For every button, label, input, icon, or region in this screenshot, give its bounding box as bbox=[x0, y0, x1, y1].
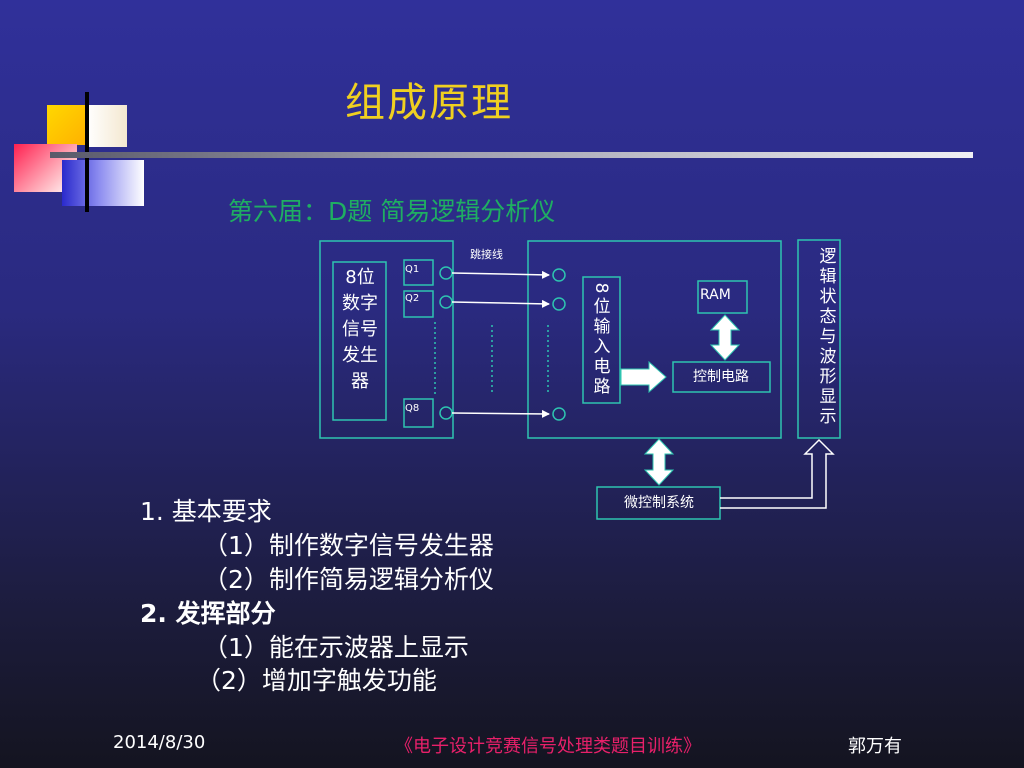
title-rule bbox=[50, 152, 973, 158]
req-item-1-2: （2）制作简易逻辑分析仪 bbox=[203, 565, 494, 594]
slide-title: 组成原理 bbox=[345, 80, 513, 126]
jumper-label: 跳接线 bbox=[470, 247, 503, 261]
input-circuit-box bbox=[582, 276, 621, 404]
q8-box bbox=[403, 398, 434, 428]
generator-inner-box bbox=[332, 261, 387, 421]
analyzer-mcu-double-arrow bbox=[643, 438, 675, 486]
input-circuit-char-1: 8 bbox=[591, 283, 611, 294]
footer-author: 郭万有 bbox=[848, 736, 902, 757]
display-box bbox=[797, 239, 841, 439]
input-circuit-char-2: 位 bbox=[594, 297, 611, 317]
display-char-6: 波 bbox=[820, 347, 837, 367]
ram-box bbox=[697, 280, 748, 314]
display-char-5: 与 bbox=[820, 327, 837, 347]
footer-course-title: 《电子设计竞赛信号处理类题目训练》 bbox=[395, 736, 701, 757]
display-char-2: 辑 bbox=[820, 267, 837, 287]
ram-control-double-arrow bbox=[709, 314, 741, 361]
input-circuit-label: 8 位 输 入 电 路 bbox=[591, 283, 611, 397]
logo-yellow-square bbox=[47, 105, 87, 145]
req-item-2: 2. 发挥部分 bbox=[140, 599, 276, 628]
ram-label: RAM bbox=[700, 287, 731, 303]
analyzer-outer-box bbox=[527, 240, 782, 439]
display-char-3: 状 bbox=[820, 287, 837, 307]
q1-terminal-right bbox=[552, 268, 566, 282]
logo-white-square bbox=[87, 105, 127, 147]
q1-terminal-left bbox=[439, 266, 453, 280]
logo-decoration bbox=[10, 92, 150, 212]
logo-blue-square bbox=[62, 160, 144, 206]
generator-label-line-4: 发生 bbox=[342, 345, 378, 366]
display-char-8: 显 bbox=[820, 387, 837, 407]
display-char-4: 态 bbox=[820, 307, 837, 327]
input-to-control-arrow bbox=[620, 360, 667, 394]
generator-label-line-1: 8位 bbox=[345, 267, 374, 288]
input-circuit-char-3: 输 bbox=[594, 317, 611, 337]
display-char-7: 形 bbox=[820, 367, 837, 387]
generator-label-line-2: 数字 bbox=[342, 293, 378, 314]
input-circuit-char-5: 电 bbox=[594, 357, 611, 377]
input-circuit-char-4: 入 bbox=[594, 337, 611, 357]
q2-label: Q2 bbox=[405, 293, 419, 304]
q2-box bbox=[403, 290, 434, 318]
display-char-1: 逻 bbox=[820, 247, 837, 267]
slide-subtitle: 第六届：D题 简易逻辑分析仪 bbox=[228, 197, 556, 226]
mcu-box bbox=[596, 486, 721, 520]
generator-outer-box bbox=[319, 240, 454, 439]
mcu-to-display-arrow bbox=[720, 438, 835, 509]
q8-terminal-right bbox=[552, 407, 566, 421]
q2-terminal-left bbox=[439, 295, 453, 309]
jumper-wire-1 bbox=[451, 270, 550, 279]
generator-label: 8位 数字 信号 发生 器 bbox=[342, 267, 378, 392]
input-circuit-char-6: 路 bbox=[594, 377, 611, 397]
q2-terminal-right bbox=[552, 297, 566, 311]
display-label: 逻 辑 状 态 与 波 形 显 示 bbox=[820, 247, 837, 427]
control-circuit-label: 控制电路 bbox=[693, 369, 749, 385]
q1-box bbox=[403, 259, 434, 286]
generator-label-line-5: 器 bbox=[351, 371, 369, 392]
req-item-2-1: （1）能在示波器上显示 bbox=[203, 633, 469, 662]
req-item-2-2: （2）增加字触发功能 bbox=[196, 666, 437, 695]
req-item-1: 1. 基本要求 bbox=[140, 497, 272, 526]
jumper-wire-8 bbox=[451, 409, 550, 418]
display-char-9: 示 bbox=[820, 407, 837, 427]
footer-date: 2014/8/30 bbox=[113, 732, 206, 753]
q8-label: Q8 bbox=[405, 403, 419, 414]
jumper-wire-2 bbox=[451, 299, 550, 308]
req-item-1-1: （1）制作数字信号发生器 bbox=[203, 531, 494, 560]
q1-label: Q1 bbox=[405, 264, 419, 275]
mcu-label: 微控制系统 bbox=[624, 495, 694, 511]
generator-label-line-3: 信号 bbox=[342, 319, 378, 340]
control-circuit-box bbox=[672, 361, 771, 393]
q8-terminal-left bbox=[439, 406, 453, 420]
